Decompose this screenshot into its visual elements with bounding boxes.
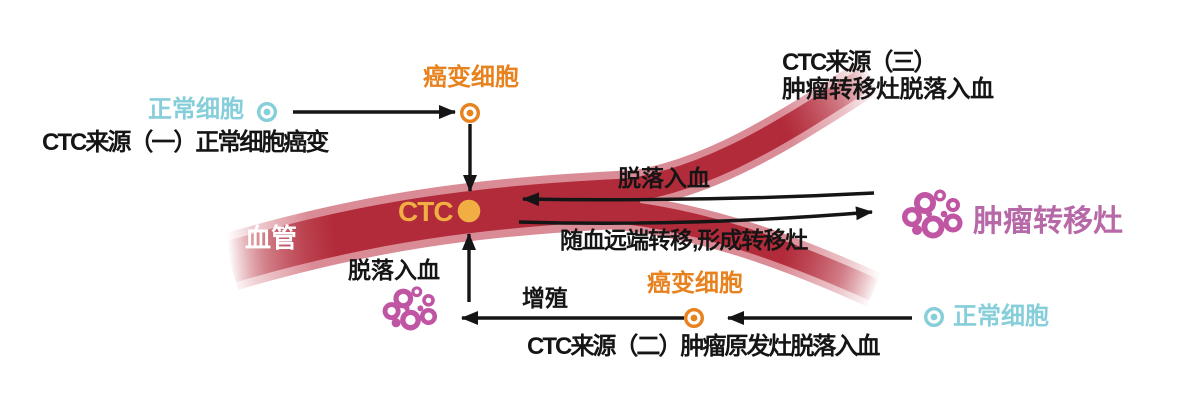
distal-metastasis-label: 随血远端转移,形成转移灶 — [560, 227, 808, 253]
arrow-distal-metastasis — [518, 206, 873, 225]
ctc-cell-icon — [457, 199, 481, 223]
ctc-source-two-label: CTC来源（二）肿瘤原发灶脱落入血 — [527, 333, 880, 360]
proliferation-label: 增殖 — [522, 285, 568, 311]
ctc-source-three-title: CTC来源（三） — [782, 49, 937, 76]
cancer-cell-icon-top — [460, 102, 481, 123]
shed-into-blood-label-top: 脱落入血 — [618, 165, 710, 191]
normal-cell-label-bottom: 正常细胞 — [953, 303, 1049, 330]
normal-cell-label-top: 正常细胞 — [148, 96, 244, 123]
vessel-lower-branch-core — [599, 198, 879, 301]
arrow-shed-into-blood-top — [522, 191, 875, 207]
ctc-source-one-label: CTC来源（一）正常细胞癌变 — [42, 129, 329, 156]
tumor-cluster-icon-left — [382, 286, 438, 331]
flow-arrows — [293, 105, 912, 325]
shed-into-blood-label-left: 脱落入血 — [348, 257, 440, 283]
blood-vessel — [221, 59, 882, 307]
cancer-cell-icon-bottom — [684, 308, 705, 329]
ctc-source-three-subtitle: 肿瘤转移灶脱落入血 — [782, 76, 994, 103]
vessel-label: 血管 — [245, 223, 298, 253]
cancer-cell-label-bottom: 癌变细胞 — [647, 270, 743, 297]
normal-cell-icon-bottom — [924, 307, 945, 328]
tumor-cluster-icon-right — [902, 189, 963, 239]
vessel-main-core — [224, 178, 641, 283]
vessel-upper-branch-core — [599, 65, 877, 206]
cancer-cell-label-top: 癌变细胞 — [423, 64, 519, 91]
tumor-metastasis-label: 肿瘤转移灶 — [973, 205, 1123, 238]
normal-cell-icon-top — [257, 101, 278, 122]
ctc-label: CTC — [398, 196, 454, 227]
